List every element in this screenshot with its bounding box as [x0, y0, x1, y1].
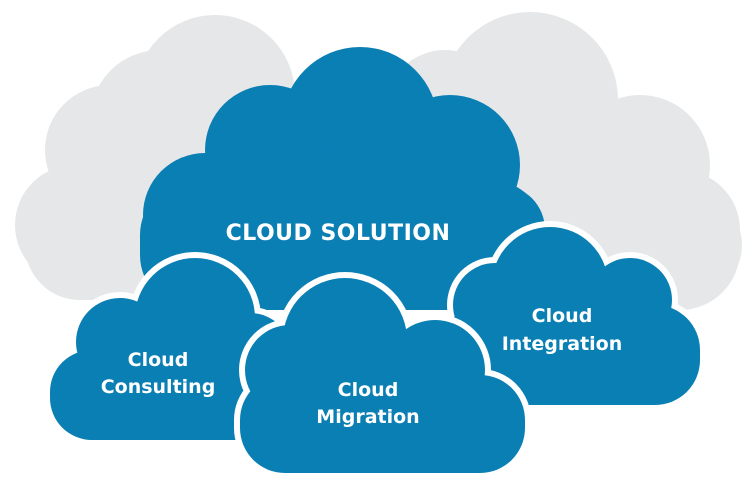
cloud-integration-label-line1: Cloud: [532, 305, 593, 327]
cloud-consulting-label-line1: Cloud: [128, 349, 189, 371]
cloud-migration-label-line2: Migration: [316, 406, 419, 428]
cloud-solution-label: CLOUD SOLUTION: [226, 221, 451, 246]
cloud-migration-fill: [240, 278, 525, 473]
cloud-integration-label-line2: Integration: [502, 333, 623, 355]
cloud-migration-label-line1: Cloud: [338, 379, 399, 401]
cloud-consulting-fill: [50, 258, 295, 440]
cloud-consulting-label-line2: Consulting: [101, 376, 216, 398]
